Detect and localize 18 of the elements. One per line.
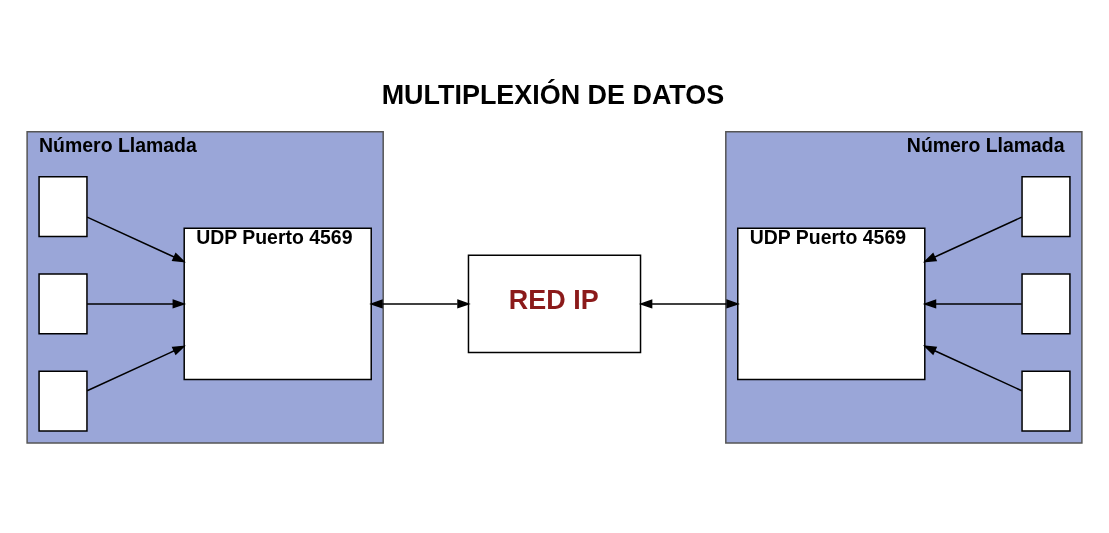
arrow (922, 345, 1023, 392)
arrow (369, 299, 471, 309)
node-box (38, 176, 88, 238)
node-box: UDP Puerto 4569 (183, 227, 372, 381)
node-box (1021, 370, 1071, 432)
node-box (38, 273, 88, 335)
arrow (86, 299, 187, 309)
node-box (1021, 273, 1071, 335)
arrow (86, 216, 186, 263)
arrow (86, 345, 186, 392)
node-box: UDP Puerto 4569 (737, 227, 926, 381)
node-box (1021, 176, 1071, 238)
node-box: RED IP (467, 254, 642, 354)
diagram-title: MULTIPLEXIÓN DE DATOS (381, 80, 725, 111)
arrow (638, 299, 740, 309)
node-box (38, 370, 88, 432)
arrow (922, 299, 1023, 309)
arrow (922, 216, 1023, 263)
